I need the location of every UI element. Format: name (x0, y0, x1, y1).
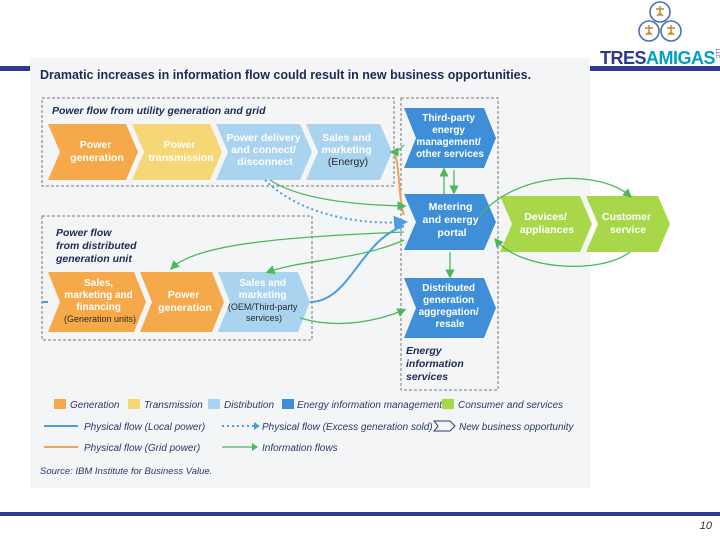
energy-info-section-title: Energy information services (406, 345, 467, 383)
excess-generation-flow-line (264, 179, 408, 230)
header-accent-bar-right (590, 66, 720, 71)
legend-swatch-consumer (442, 399, 454, 409)
info-flow-metering-devices (479, 177, 632, 216)
legend-label-grid-power: Physical flow (Grid power) (84, 443, 200, 454)
metering-node (404, 194, 496, 250)
legend-label-local-power: Physical flow (Local power) (84, 422, 205, 433)
sales-marketing-bottom-label: Sales and marketing (OEM/Third-party ser… (228, 278, 300, 323)
brand-wordmark: TRESAMIGAS (600, 48, 716, 69)
power-transmission-node (132, 124, 222, 180)
sales-financing-label: Sales, marketing and financing (Generati… (64, 278, 136, 324)
sales-marketing-top-node (306, 124, 392, 180)
legend-label-energy-info: Energy information management (297, 400, 443, 411)
power-delivery-node (216, 124, 312, 180)
distributed-generation-label: Distributed generation aggregation/ resa… (419, 283, 482, 330)
legend-swatch-energy-info (282, 399, 294, 409)
info-flow-metering-sales-bottom (265, 239, 405, 274)
local-power-to-metering-line (309, 225, 405, 303)
third-party-label: Third-party energy management/ other ser… (416, 113, 484, 160)
legend-arrowhead-excess (254, 422, 260, 430)
source-note: Source: IBM Institute for Business Value… (40, 466, 212, 477)
info-flow-sales-distributed (299, 308, 407, 325)
header-accent-bar-left (0, 66, 34, 71)
footer-accent-bar (0, 512, 720, 516)
info-flow-devices-metering (494, 237, 631, 267)
legend-label-consumer: Consumer and services (458, 400, 563, 411)
third-party-node (404, 108, 496, 168)
legend-swatch-transmission (128, 399, 140, 409)
brand-suffix: LLC (714, 49, 720, 59)
info-flow-delivery-metering (269, 179, 407, 211)
sales-financing-node (48, 272, 146, 332)
distributed-generation-node (404, 278, 496, 338)
legend-label-generation: Generation (70, 400, 120, 411)
utility-section-box (41, 97, 395, 187)
legend: Generation Transmission Distribution Ene… (44, 399, 575, 454)
power-generation-bottom-label: Power generation (158, 289, 212, 314)
legend-label-distribution: Distribution (224, 400, 274, 411)
brand-name-part2: AMIGAS (646, 48, 716, 68)
devices-label: Devices/ appliances (520, 211, 574, 236)
customer-service-node (586, 196, 670, 252)
brand-name-part1: TRES (600, 48, 647, 68)
tresamigas-logo-icon (638, 1, 682, 42)
legend-label-excess: Physical flow (Excess generation sold) (262, 422, 433, 433)
legend-label-new-business: New business opportunity (459, 422, 575, 433)
utility-section-title: Power flow from utility generation and g… (52, 105, 266, 117)
sales-marketing-bottom-node (218, 272, 310, 332)
power-transmission-label: Power transmission (148, 139, 213, 164)
legend-arrowhead-info-flow (252, 443, 258, 451)
legend-swatch-distribution (208, 399, 220, 409)
legend-outline-arrow-icon (432, 420, 456, 432)
distributed-section-box (41, 215, 313, 341)
legend-swatch-generation (54, 399, 66, 409)
power-generation-bottom-node (140, 272, 224, 332)
info-flow-thirdparty-sales (389, 144, 405, 157)
power-generation-top-node (48, 124, 138, 180)
page-number: 10 (699, 520, 712, 532)
legend-label-info-flow: Information flows (262, 443, 338, 454)
devices-node (500, 196, 592, 252)
power-delivery-label: Power delivery and connect/ disconnect (226, 132, 303, 168)
power-generation-top-label: Power generation (70, 139, 124, 164)
metering-label: Metering and energy portal (423, 201, 482, 239)
customer-service-label: Customer service (602, 211, 654, 236)
info-flow-to-financing (170, 231, 405, 270)
distributed-section-title: Power flow from distributed generation u… (55, 227, 139, 265)
diagram-headline: Dramatic increases in information flow c… (40, 68, 532, 82)
sales-marketing-top-label: Sales and marketing (Energy) (321, 132, 374, 168)
legend-label-transmission: Transmission (144, 400, 203, 411)
